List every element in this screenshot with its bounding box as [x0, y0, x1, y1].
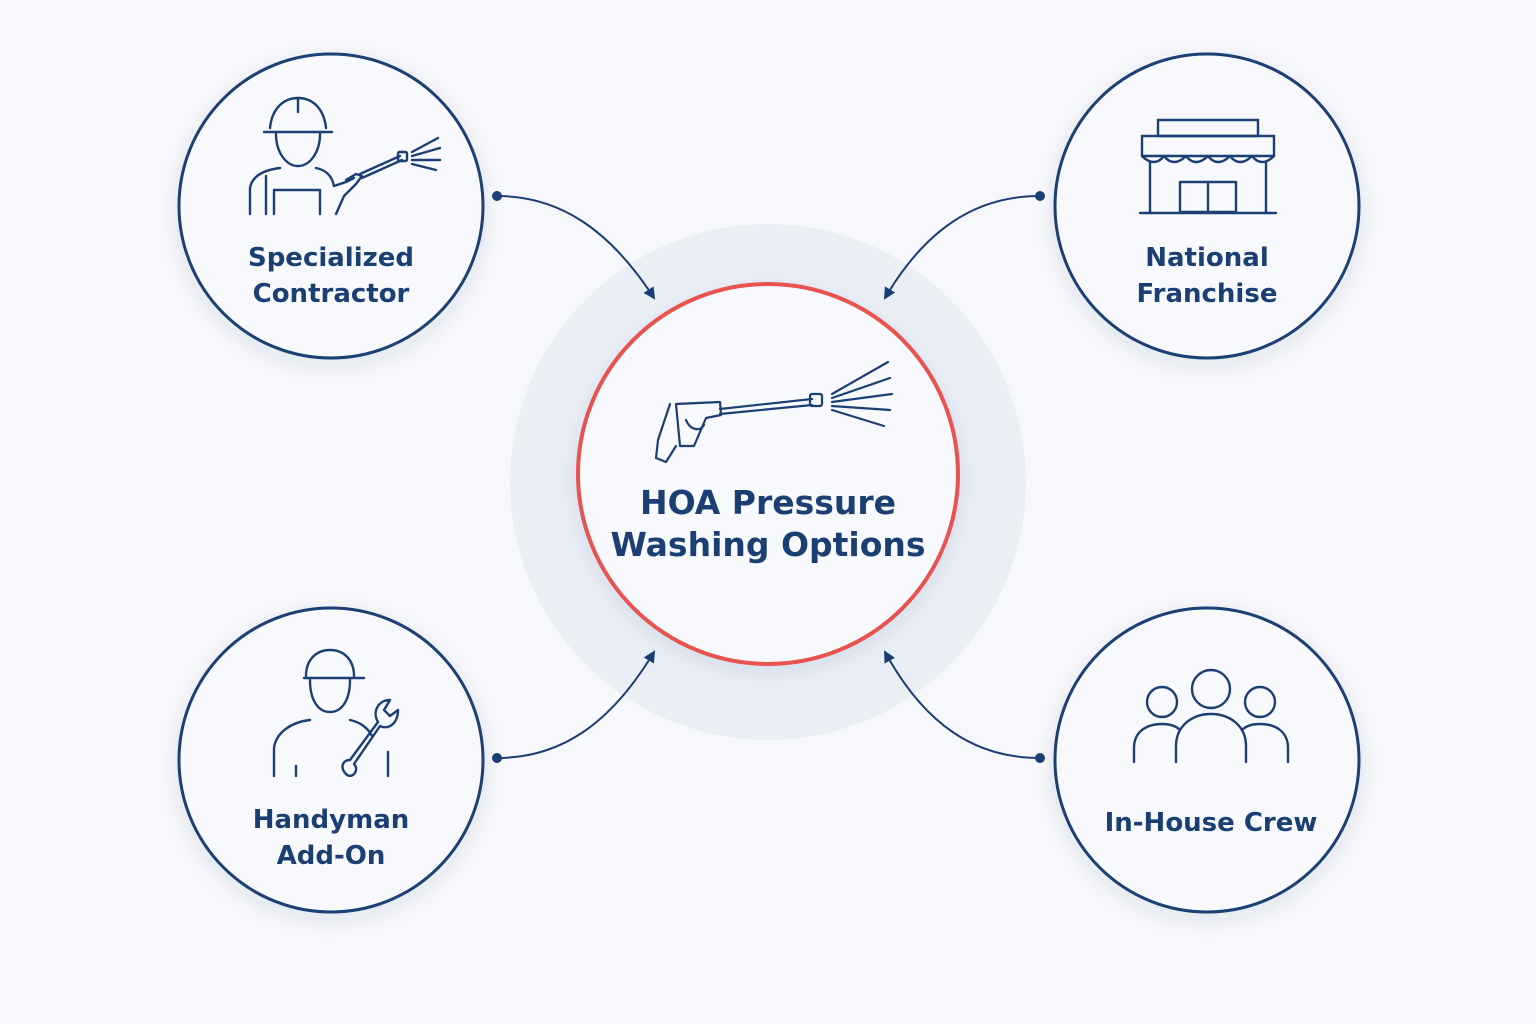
pressure-washer-icon — [654, 360, 894, 464]
node-inhouse-crew: In-House Crew — [1053, 606, 1361, 914]
national-franchise-label-line1: National — [1145, 243, 1268, 273]
storefront-icon — [1138, 118, 1278, 215]
connector-handyman-addon — [496, 650, 656, 759]
connector-inhouse-crew — [884, 650, 1041, 759]
connector-dot-specialized-contractor — [492, 191, 502, 201]
handyman-addon-label-line2: Add-On — [277, 841, 386, 871]
center-label-line1: HOA Pressure — [640, 483, 896, 522]
node-handyman-addon: Handyman Add-On — [177, 606, 485, 914]
inhouse-crew-label: In-House Crew — [1105, 808, 1318, 838]
national-franchise-label-line2: Franchise — [1137, 279, 1278, 309]
contractor-worker-icon — [248, 96, 442, 216]
specialized-contractor-label-line2: Contractor — [253, 279, 410, 309]
connector-dot-national-franchise — [1035, 191, 1045, 201]
handyman-addon-label-line1: Handyman — [253, 805, 410, 835]
connector-dot-handyman-addon — [492, 753, 502, 763]
center-node: HOA Pressure Washing Options — [576, 282, 960, 666]
node-national-franchise: National Franchise — [1053, 52, 1361, 360]
connector-national-franchise — [883, 195, 1041, 300]
connector-specialized-contractor — [496, 195, 656, 300]
handyman-wrench-icon — [272, 648, 400, 778]
team-group-icon — [1132, 668, 1290, 764]
node-specialized-contractor: Specialized Contractor — [177, 52, 485, 360]
connector-dot-inhouse-crew — [1035, 753, 1045, 763]
center-label-line2: Washing Options — [610, 525, 925, 564]
specialized-contractor-label-line1: Specialized — [248, 243, 414, 273]
